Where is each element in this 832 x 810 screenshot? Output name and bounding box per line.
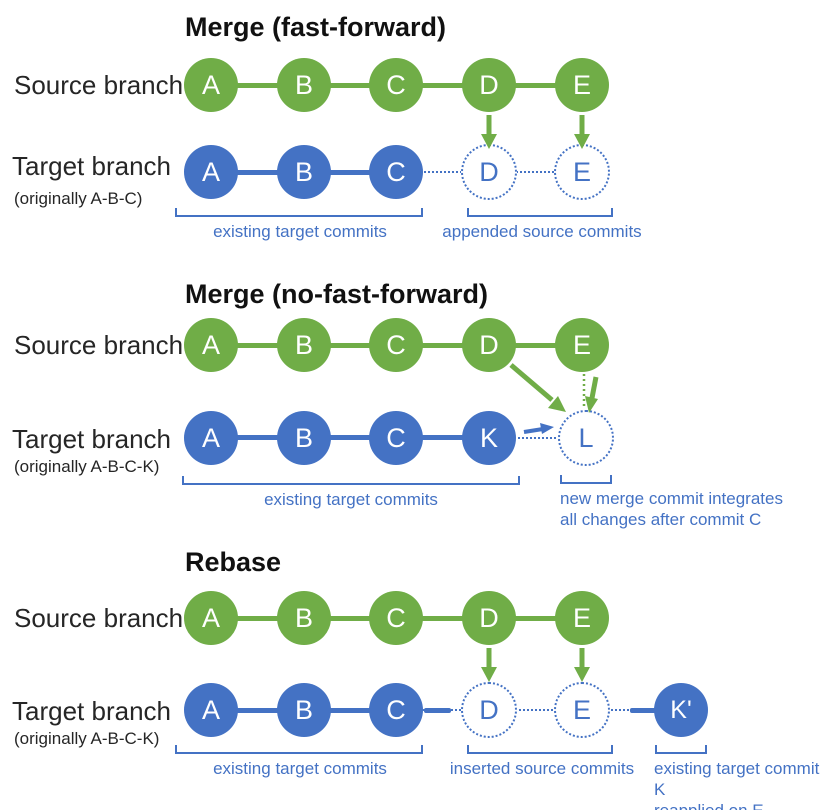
section-title: Merge (no-fast-forward)	[185, 279, 488, 309]
caption-existing-target-commits: existing target commits	[213, 222, 387, 241]
commit-node: C	[369, 683, 423, 737]
commit-node: C	[369, 411, 423, 465]
bracket-existing-target-commits	[175, 208, 423, 217]
source-branch-label: Source branch	[14, 330, 184, 360]
down-arrow-icon	[574, 648, 590, 682]
ghost-commit-node: E	[554, 144, 610, 200]
commit-node: C	[369, 591, 423, 645]
connector-solid-segment	[424, 708, 451, 713]
section-title: Merge (fast-forward)	[185, 12, 447, 42]
inserted-commits-dotted-line	[400, 709, 660, 711]
bracket-existing-target-commits	[175, 745, 423, 754]
commit-node: A	[184, 145, 238, 199]
connector-solid-segment	[630, 708, 656, 713]
merge-commit-node: L	[558, 410, 614, 466]
bracket-inserted-source-commits	[467, 745, 613, 754]
commit-node: E	[555, 58, 609, 112]
commit-node: B	[277, 145, 331, 199]
caption-reapplied-commit: existing target commit K reapplied on E	[654, 759, 820, 810]
target-branch-note: (originally A-B-C)	[14, 189, 143, 208]
caption-merge-commit: new merge commit integrates all changes …	[560, 489, 783, 529]
commit-node: B	[277, 411, 331, 465]
target-merge-arrow-icon	[523, 423, 554, 434]
target-branch-note: (originally A-B-C-K)	[14, 729, 160, 748]
target-branch-label: Target branch	[12, 696, 171, 726]
target-branch-label: Target branch	[12, 151, 171, 181]
section-title: Rebase	[185, 547, 282, 577]
commit-node: A	[184, 411, 238, 465]
commit-node: K	[462, 411, 516, 465]
source-branch-label: Source branch	[14, 603, 184, 633]
commit-node: E	[555, 318, 609, 372]
commit-node: B	[277, 318, 331, 372]
commit-node: D	[462, 58, 516, 112]
caption-existing-target-commits: existing target commits	[264, 490, 438, 509]
reapplied-commit-node: K'	[654, 683, 708, 737]
merge-dotted-line	[518, 437, 560, 439]
commit-node: D	[462, 318, 516, 372]
target-branch-note: (originally A-B-C-K)	[14, 457, 160, 476]
commit-node: A	[184, 318, 238, 372]
caption-appended-source-commits: appended source commits	[442, 222, 642, 241]
caption-inserted-source-commits: inserted source commits	[449, 759, 635, 778]
commit-node: D	[462, 591, 516, 645]
ghost-commit-node: D	[461, 682, 517, 738]
commit-node: C	[369, 145, 423, 199]
target-branch-line	[211, 435, 489, 440]
caption-existing-target-commits: existing target commits	[213, 759, 387, 778]
ghost-commit-node: D	[461, 144, 517, 200]
merge-diagonal-arrow-icon	[509, 363, 566, 412]
bracket-existing-target-commits	[182, 476, 520, 485]
commit-node: B	[277, 591, 331, 645]
commit-node: C	[369, 318, 423, 372]
commit-node: A	[184, 683, 238, 737]
ghost-commit-node: E	[554, 682, 610, 738]
source-branch-label: Source branch	[14, 70, 184, 100]
merge-short-arrow-icon	[585, 376, 599, 413]
bracket-merge-commit	[560, 475, 612, 484]
commit-node: A	[184, 591, 238, 645]
commit-node: E	[555, 591, 609, 645]
commit-node: B	[277, 58, 331, 112]
bracket-reapplied-commit	[655, 745, 707, 754]
bracket-appended-source-commits	[467, 208, 613, 217]
commit-node: A	[184, 58, 238, 112]
commit-node: C	[369, 58, 423, 112]
commit-node: B	[277, 683, 331, 737]
down-arrow-icon	[481, 648, 497, 682]
target-branch-label: Target branch	[12, 424, 171, 454]
